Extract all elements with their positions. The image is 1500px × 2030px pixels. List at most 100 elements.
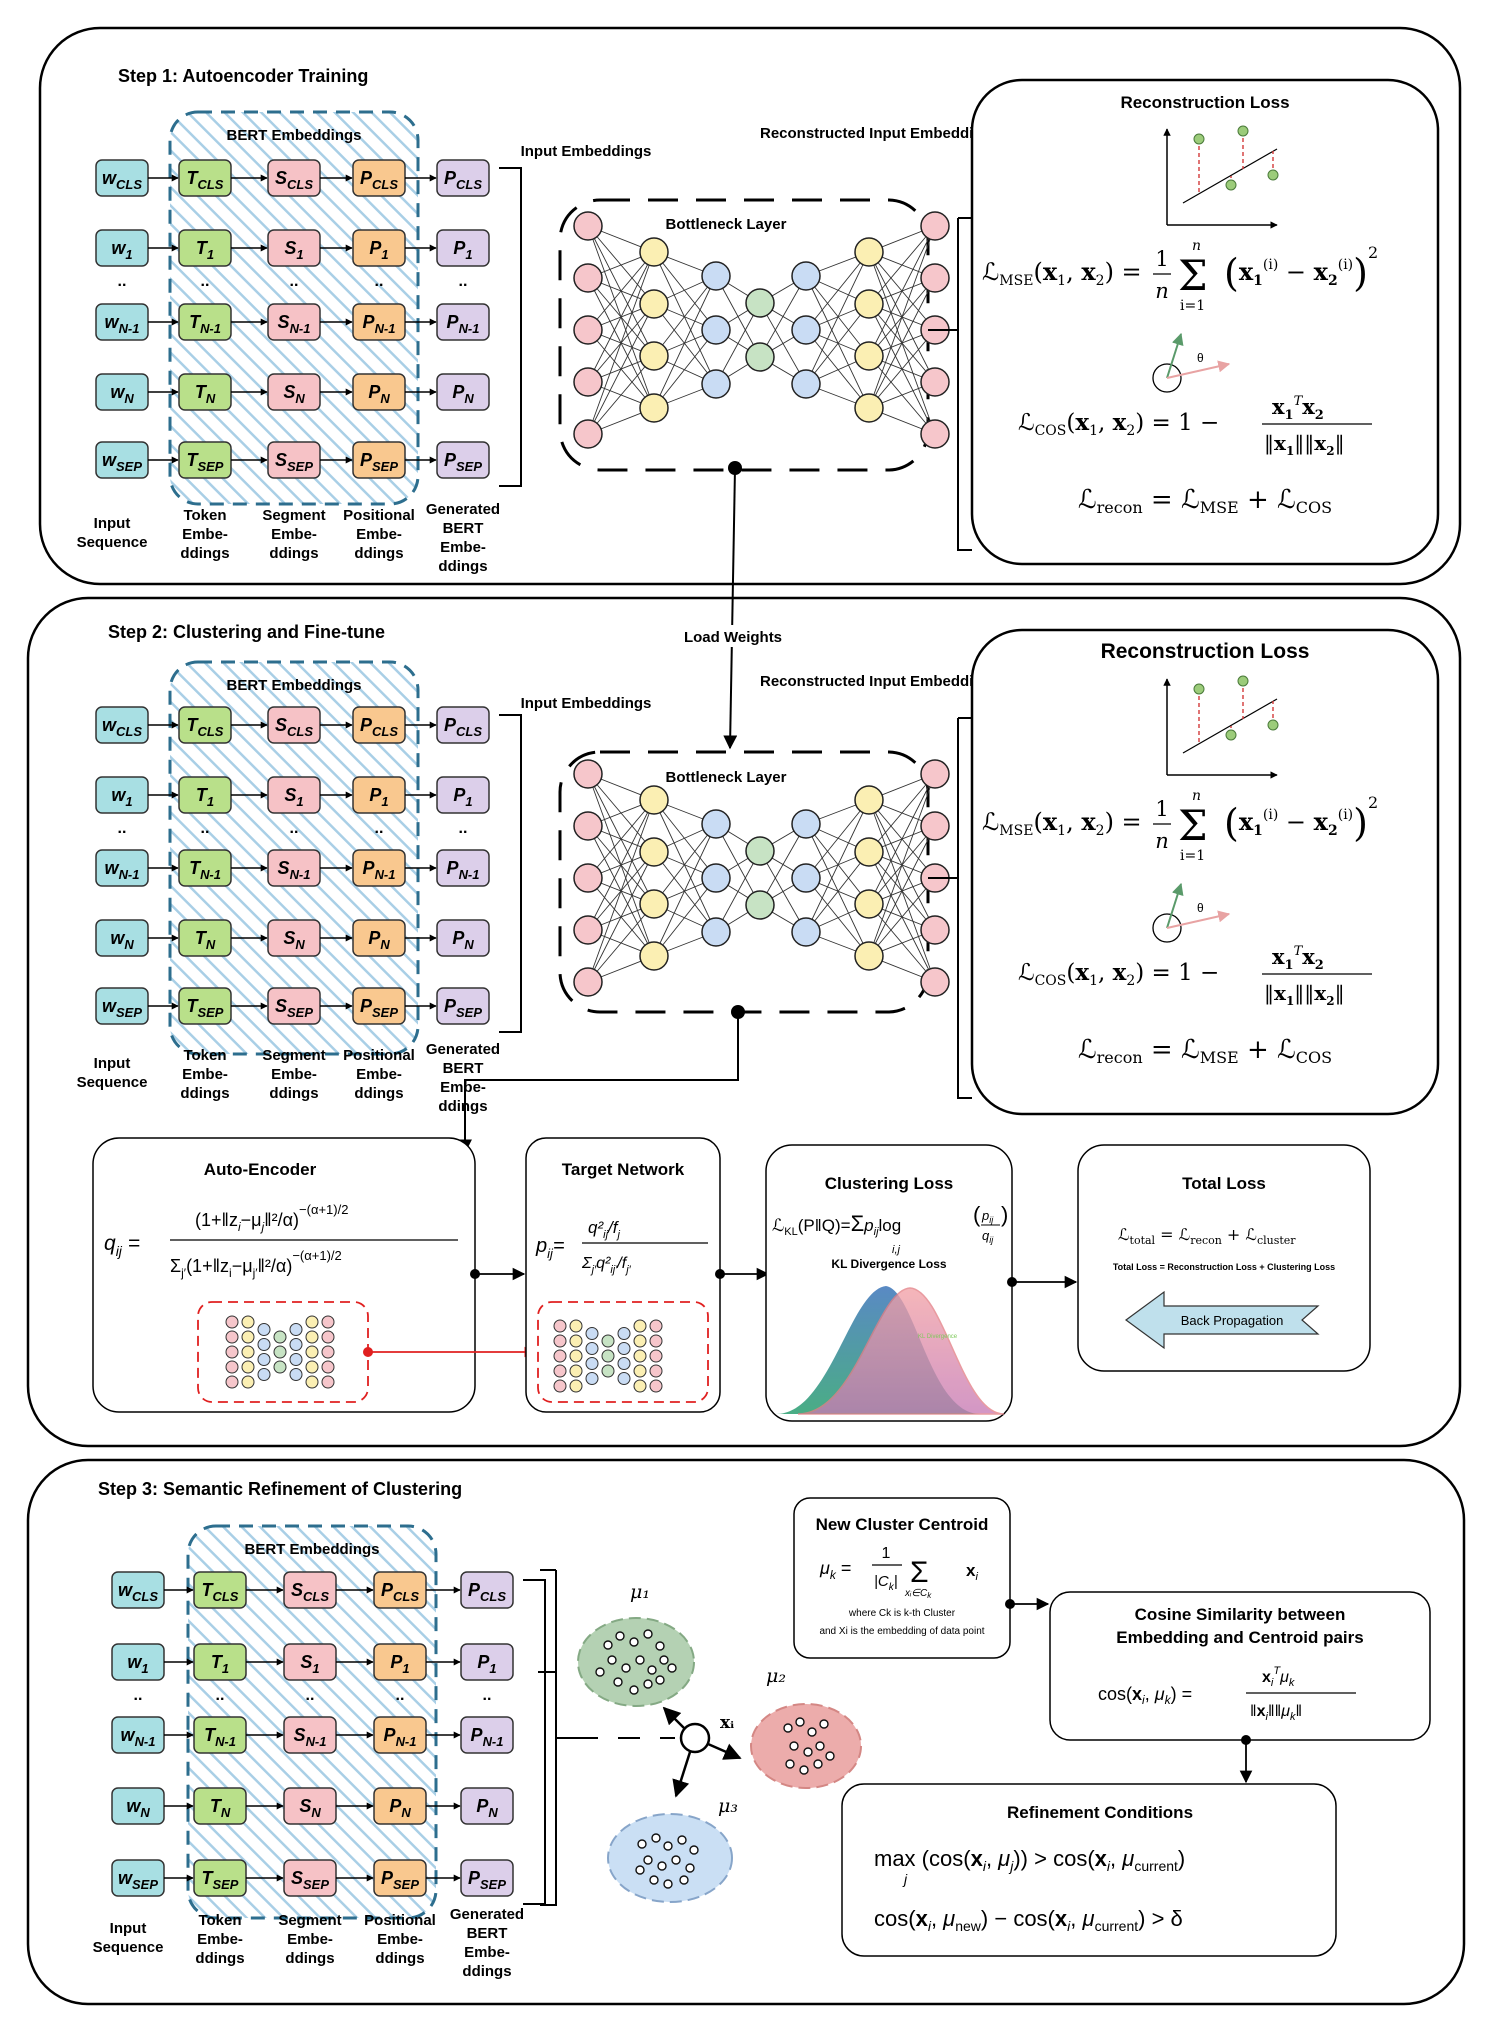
mini-ae-node [585,1342,599,1355]
xi-label: xᵢ [720,1713,734,1733]
token-p-label-sub: SEP [372,1005,398,1020]
cluster-point [637,1839,647,1849]
kl-chart-title: KL Divergence Loss [831,1257,946,1271]
centroid-note2: and Xi is the embedding of data point [819,1626,984,1637]
bert-panel-title: BERT Embeddings [226,127,361,144]
ae-edge [805,303,870,385]
ellipsis-dots: .. [118,273,127,290]
cosine-box [1049,1591,1431,1741]
label-input-sequence-line: Sequence [77,534,148,551]
ae-edge [653,799,717,879]
ae-edge [759,823,807,906]
kl-chart: KL Divergence [776,1286,1005,1415]
loss-box-frame [970,628,1440,1116]
mse-n: n [1155,279,1169,303]
mini-ae-node [257,1323,271,1336]
mse-sub: MSE [999,273,1033,289]
mse-args: (x1, x2) = [1033,257,1141,289]
ellipsis-dots: .. [459,820,468,837]
ae-edge [715,850,761,933]
token-p-label-base: P [384,1725,397,1745]
token-w-label-base: w [102,715,117,735]
label-segment-embeddings-line: ddings [285,1950,334,1967]
token-p-label-sub: N [380,391,390,406]
ae-edge [587,251,655,331]
ae-node [854,237,884,267]
token-p-label-base: P [369,785,382,805]
token-g-label-base: P [447,858,460,878]
token-w-label-sub: CLS [116,724,142,739]
ae-edge [805,275,870,409]
ae-node [791,315,821,345]
token-p-label-sub: 1 [402,1661,409,1676]
token-g-label-sub: N [464,937,474,952]
token-t-label: TSEP [187,450,224,474]
cluster-point [649,1875,659,1885]
mini-ae-node [617,1342,631,1355]
mini-ae-node [257,1353,271,1366]
token-s-label-sub: SEP [303,1877,329,1892]
label-token-embeddings-line: Token [183,1047,226,1064]
loss-bracket-step2 [928,717,972,1099]
token-t-label-base: T [187,715,200,735]
token-box-g [436,919,490,957]
cosine-title-2: Embedding and Centroid pairs [1116,1628,1363,1647]
ae-node [920,211,950,241]
token-s-label-sub: CLS [303,1589,329,1604]
ae-node [920,759,950,789]
mini-ae-node [305,1360,319,1374]
token-t-label: TSEP [187,996,224,1020]
cluster-point [689,1845,699,1855]
ae-edge [868,825,936,957]
plot-point [1225,179,1237,191]
token-s-label-base: S [294,1725,306,1745]
token-box-g [460,1571,514,1609]
label-input-sequence-line: Input [110,1920,147,1937]
token-box-g [436,229,490,267]
token-g-label-base: P [452,928,465,948]
centroid-sum: Σ [910,1556,929,1589]
mini-ae-node [273,1345,287,1359]
ae-edge [868,225,936,305]
token-g-label-base: P [453,785,466,805]
label-segment-embeddings-line: Embe- [271,1066,317,1083]
label-token-embeddings-line: ddings [195,1950,244,1967]
load-weights-label: Load Weights [684,629,782,646]
ae-edge [805,799,870,879]
token-p-label-sub: N [401,1805,411,1820]
label-token-embeddings-line: ddings [180,545,229,562]
token-g-label-sub: N [464,391,474,406]
ae-node [701,863,731,893]
xi-to-mu3-arrow [672,1751,692,1798]
token-t-label: TCLS [187,168,224,192]
kl-sum-index: i,j [892,1244,901,1256]
token-t-label-sub: CLS [198,724,224,739]
token-w-label-sub: N [124,391,134,406]
token-s-label-base: S [283,928,295,948]
mini-ae-node [257,1368,271,1381]
token-t-label-sub: SEP [198,1005,224,1020]
token-s-label: SN [283,382,305,406]
token-p-label: PCLS [360,715,398,739]
ae-edge [653,851,717,933]
mse-sub: MSE [999,823,1033,839]
label-segment-embeddings-line: ddings [269,545,318,562]
token-g-label: PN-1 [447,312,480,336]
cluster-point [783,1723,793,1733]
mu1-label: μ₁ [630,1581,650,1603]
token-box-g [436,159,490,197]
mini-ae-node [601,1349,615,1363]
xi-node [679,1722,711,1754]
token-g-label-sub: N-1 [459,321,480,336]
token-w-label-sub: N [124,937,134,952]
ae-edge [805,877,870,957]
token-s-label: SCLS [275,168,313,192]
token-w-label: wCLS [118,1580,158,1604]
theta-circle [1152,363,1182,393]
token-w-label-base: w [126,1796,141,1816]
